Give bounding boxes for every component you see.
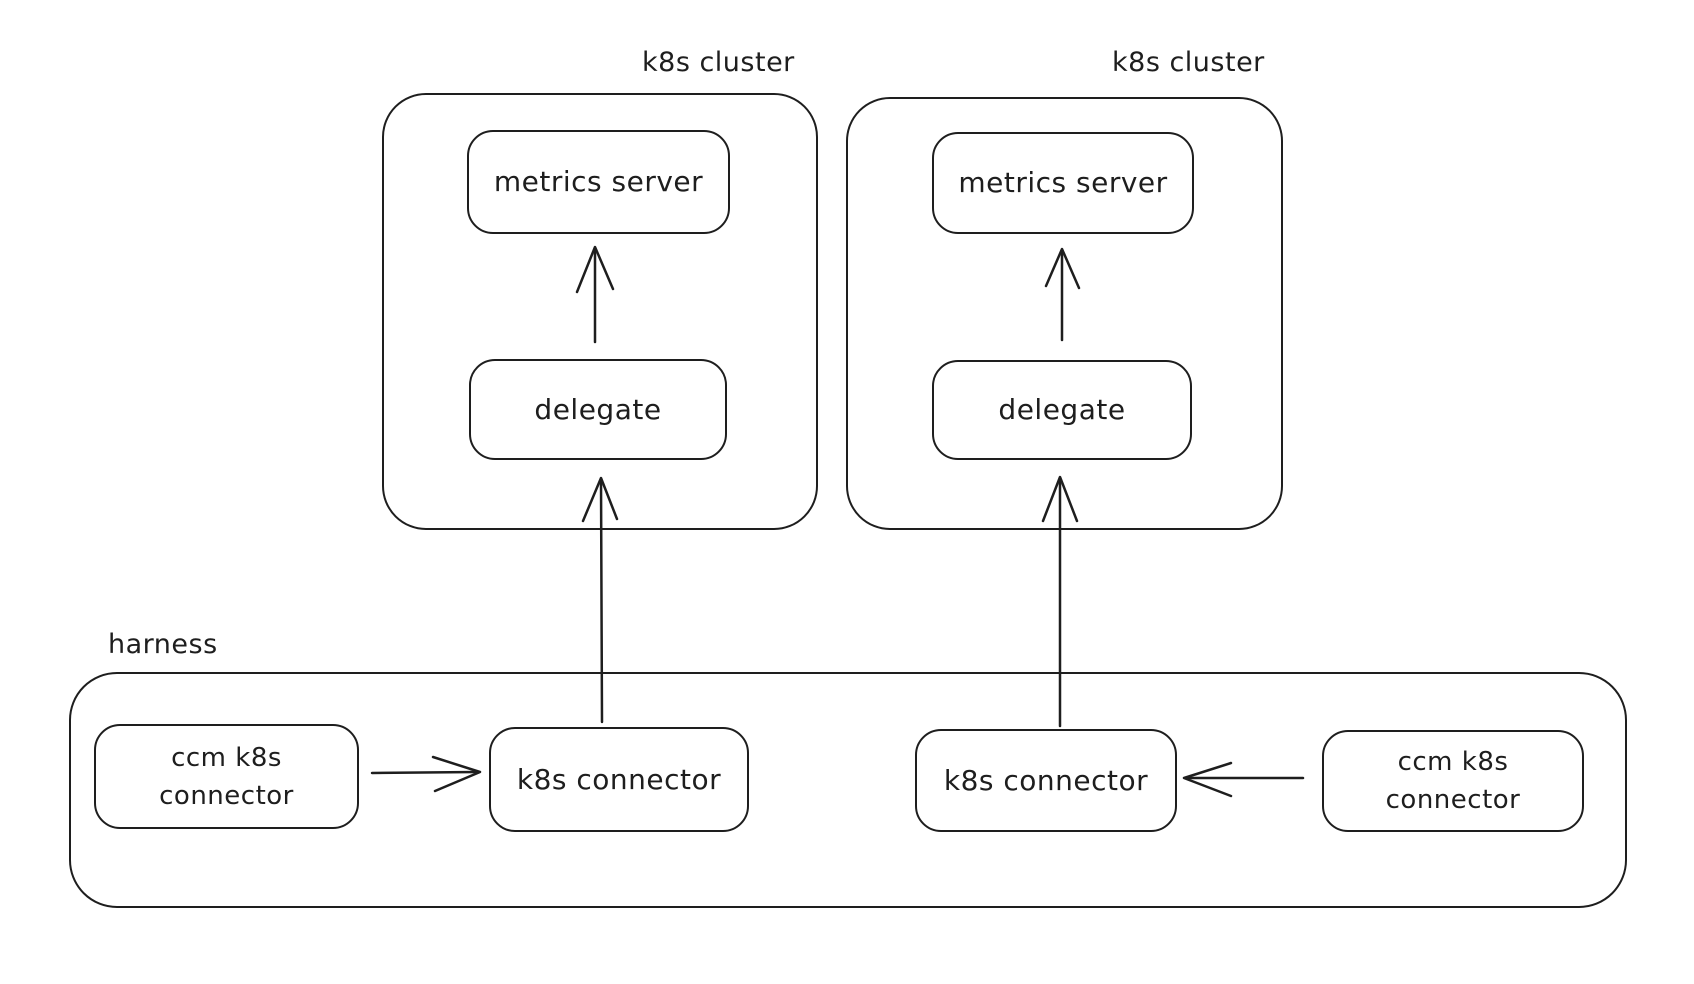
cluster-right-title: k8s cluster <box>1112 47 1265 78</box>
harness-title: harness <box>108 629 218 660</box>
ccm-k8s-connector-right-label: ccm k8s connector <box>1385 747 1521 815</box>
delegate-right-label: delegate <box>998 393 1126 426</box>
ccm-k8s-connector-left-label: ccm k8s connector <box>159 742 294 811</box>
metrics-server-right-label: metrics server <box>958 166 1168 199</box>
ccm-k8s-connector-right-node: ccm k8s connector <box>1322 730 1584 832</box>
delegate-left-node: delegate <box>469 359 727 460</box>
ccm-k8s-connector-left-node: ccm k8s connector <box>94 724 359 829</box>
k8s-connector-right-node: k8s connector <box>915 729 1177 832</box>
cluster-right-box: metrics server delegate <box>846 97 1283 530</box>
harness-box: ccm k8s connector k8s connector k8s conn… <box>69 672 1627 908</box>
cluster-left-title: k8s cluster <box>642 47 795 78</box>
metrics-server-left-node: metrics server <box>467 130 730 234</box>
delegate-left-label: delegate <box>534 392 662 426</box>
k8s-connector-right-label: k8s connector <box>943 763 1149 797</box>
k8s-connector-left-node: k8s connector <box>489 727 749 832</box>
metrics-server-right-node: metrics server <box>932 132 1194 234</box>
metrics-server-left-label: metrics server <box>493 165 704 198</box>
k8s-connector-left-label: k8s connector <box>516 762 722 796</box>
delegate-right-node: delegate <box>932 360 1192 460</box>
cluster-left-box: metrics server delegate <box>382 93 818 530</box>
